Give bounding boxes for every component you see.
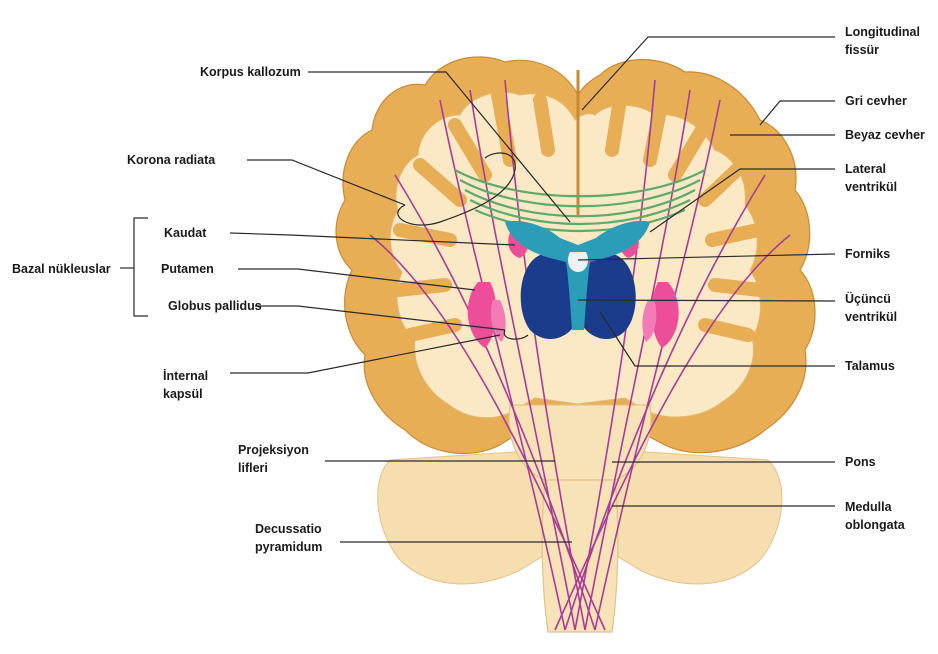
label-projeksiyon-lifleri: Projeksiyon lifleri <box>238 441 309 477</box>
label-talamus: Talamus <box>845 359 895 373</box>
medulla-oblongata <box>541 479 619 633</box>
label-longitudinal-line2: fissür <box>845 43 880 57</box>
label-globus-pallidus: Globus pallidus <box>168 299 262 313</box>
label-ucuncu-line1: Üçüncü <box>845 292 891 306</box>
label-decussatio-line1: Decussatio <box>255 522 322 536</box>
ventricles-thalamus <box>505 220 650 340</box>
putamen-left <box>467 282 497 348</box>
label-decussatio-pyramidum: Decussatio pyramidum <box>255 520 322 556</box>
label-forniks: Forniks <box>845 247 891 261</box>
cerebellum <box>377 449 546 585</box>
label-lateral-line1: Lateral <box>845 162 886 176</box>
label-medulla-line2: oblongata <box>845 518 905 532</box>
fornix <box>567 252 589 272</box>
label-pons: Pons <box>845 455 876 469</box>
label-korpus-kallozum: Korpus kallozum <box>200 65 301 79</box>
label-ucuncu-line2: ventrikül <box>845 310 898 324</box>
label-internal-kapsul-line1: İnternal <box>163 369 209 383</box>
label-korona-radiata: Korona radiata <box>127 153 216 167</box>
label-medulla-line1: Medulla <box>845 500 892 514</box>
corpus-callosum <box>454 169 706 233</box>
label-ucuncu-ventrikul: Üçüncü ventrikül <box>845 290 897 326</box>
label-gri-cevher: Gri cevher <box>845 94 907 108</box>
label-decussatio-line2: pyramidum <box>255 540 323 554</box>
globus-pallidus-right <box>642 300 657 342</box>
brainstem <box>377 404 783 633</box>
label-bazal-nukleuslar: Bazal nükleuslar <box>12 262 111 276</box>
label-longitudinal-line1: Longitudinal <box>845 25 920 39</box>
label-lateral-ventrikul: Lateral ventrikül <box>845 160 897 196</box>
label-kaudat: Kaudat <box>164 226 207 240</box>
label-projeksiyon-line1: Projeksiyon <box>238 443 309 457</box>
label-medulla-oblongata: Medulla oblongata <box>845 498 905 534</box>
putamen-right <box>651 282 679 348</box>
label-lateral-line2: ventrikül <box>845 180 898 194</box>
label-beyaz-cevher: Beyaz cevher <box>845 128 925 142</box>
label-longitudinal-fissur: Longitudinal fissür <box>845 23 920 59</box>
label-projeksiyon-line2: lifleri <box>238 461 268 475</box>
label-internal-kapsul-line2: kapsül <box>163 387 203 401</box>
globus-pallidus-left <box>490 300 506 342</box>
label-putamen: Putamen <box>161 262 214 276</box>
leader-lines <box>120 36 836 543</box>
label-internal-kapsul: İnternal kapsül <box>163 367 208 403</box>
projection-fibers <box>369 79 791 631</box>
lateral-ventricle <box>505 220 650 330</box>
